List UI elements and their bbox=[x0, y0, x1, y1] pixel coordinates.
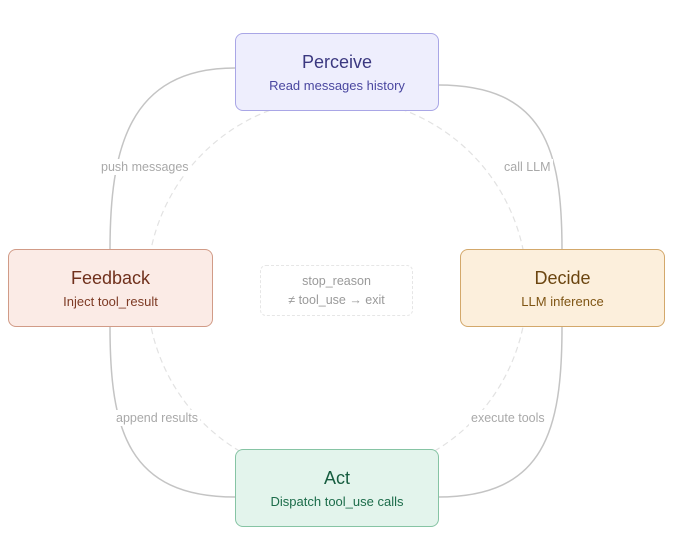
node-feedback-title: Feedback bbox=[70, 267, 151, 288]
edge-label-execute-tools: execute tools bbox=[469, 410, 547, 426]
edge-label-append-results: append results bbox=[114, 410, 201, 426]
node-perceive-subtitle: Read messages history bbox=[269, 77, 405, 93]
exit-condition-line-2: ≠ tool_use → exit bbox=[288, 292, 385, 307]
node-act: Act Dispatch tool_use calls bbox=[235, 449, 439, 527]
node-decide-subtitle: LLM inference bbox=[521, 293, 604, 309]
connector-feedback-perceive bbox=[109, 67, 236, 251]
connector-perceive-decide bbox=[437, 84, 563, 251]
exit-condition-box: stop_reason ≠ tool_use → exit bbox=[260, 265, 413, 316]
edge-label-push-messages: push messages bbox=[99, 159, 191, 175]
exit-condition-line-1: stop_reason bbox=[302, 273, 371, 288]
node-decide: Decide LLM inference bbox=[460, 249, 665, 327]
node-act-title: Act bbox=[323, 467, 350, 488]
node-decide-title: Decide bbox=[534, 267, 591, 288]
connector-decide-act bbox=[437, 326, 563, 498]
node-perceive: Perceive Read messages history bbox=[235, 33, 439, 111]
node-perceive-title: Perceive bbox=[301, 51, 373, 72]
connector-act-feedback bbox=[109, 326, 236, 498]
node-feedback-subtitle: Inject tool_result bbox=[63, 293, 158, 309]
node-feedback: Feedback Inject tool_result bbox=[8, 249, 213, 327]
edge-label-call-llm: call LLM bbox=[502, 159, 553, 175]
node-act-subtitle: Dispatch tool_use calls bbox=[270, 493, 404, 509]
